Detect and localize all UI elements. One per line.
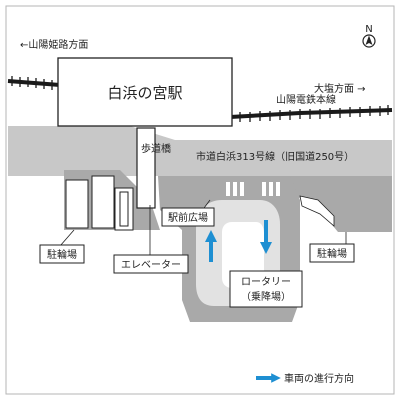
svg-text:駐輪場: 駐輪場 — [317, 247, 347, 260]
station-name: 白浜の宮駅 — [107, 84, 182, 102]
rotary-label: ロータリー （乗降場） — [229, 270, 303, 308]
compass-label: N — [365, 24, 372, 35]
right-bicycle-shed — [299, 195, 335, 227]
direction-west-label: ←山陽姫路方面 — [20, 38, 88, 51]
station-plaza-label: 駅前広場 — [161, 207, 215, 227]
direction-east-label: 大塩方面 → — [314, 82, 366, 95]
railway-label: 山陽電鉄本線 — [276, 93, 336, 106]
road-label: 市道白浜313号線（旧国道250号） — [196, 150, 354, 163]
svg-text:（乗降場）: （乗降場） — [241, 290, 291, 303]
crosswalk — [226, 182, 280, 196]
station-building — [57, 57, 233, 127]
bicycle-parking-left-label: 駐輪場 — [39, 244, 85, 264]
footbridge-label: 歩道橋 — [141, 142, 171, 155]
road-band — [8, 126, 392, 176]
bicycle-parking-right-label: 駐輪場 — [309, 243, 355, 263]
railway-track — [7, 76, 393, 122]
footbridge — [136, 127, 156, 209]
bicycle-shed-1 — [65, 179, 89, 229]
elevator-label: エレベーター — [113, 254, 189, 274]
svg-text:駅前広場: 駅前広場 — [168, 211, 208, 224]
svg-text:エレベーター: エレベーター — [121, 259, 181, 271]
legend-label: 車両の進行方向 — [284, 372, 354, 385]
svg-text:ロータリー: ロータリー — [241, 276, 291, 288]
elevator-shaft — [119, 191, 129, 227]
north-compass-icon: N — [362, 24, 376, 48]
legend: 車両の進行方向 — [256, 372, 354, 385]
bicycle-shed-2 — [91, 175, 115, 229]
svg-text:駐輪場: 駐輪場 — [47, 248, 77, 261]
right-parking-area — [288, 176, 392, 232]
